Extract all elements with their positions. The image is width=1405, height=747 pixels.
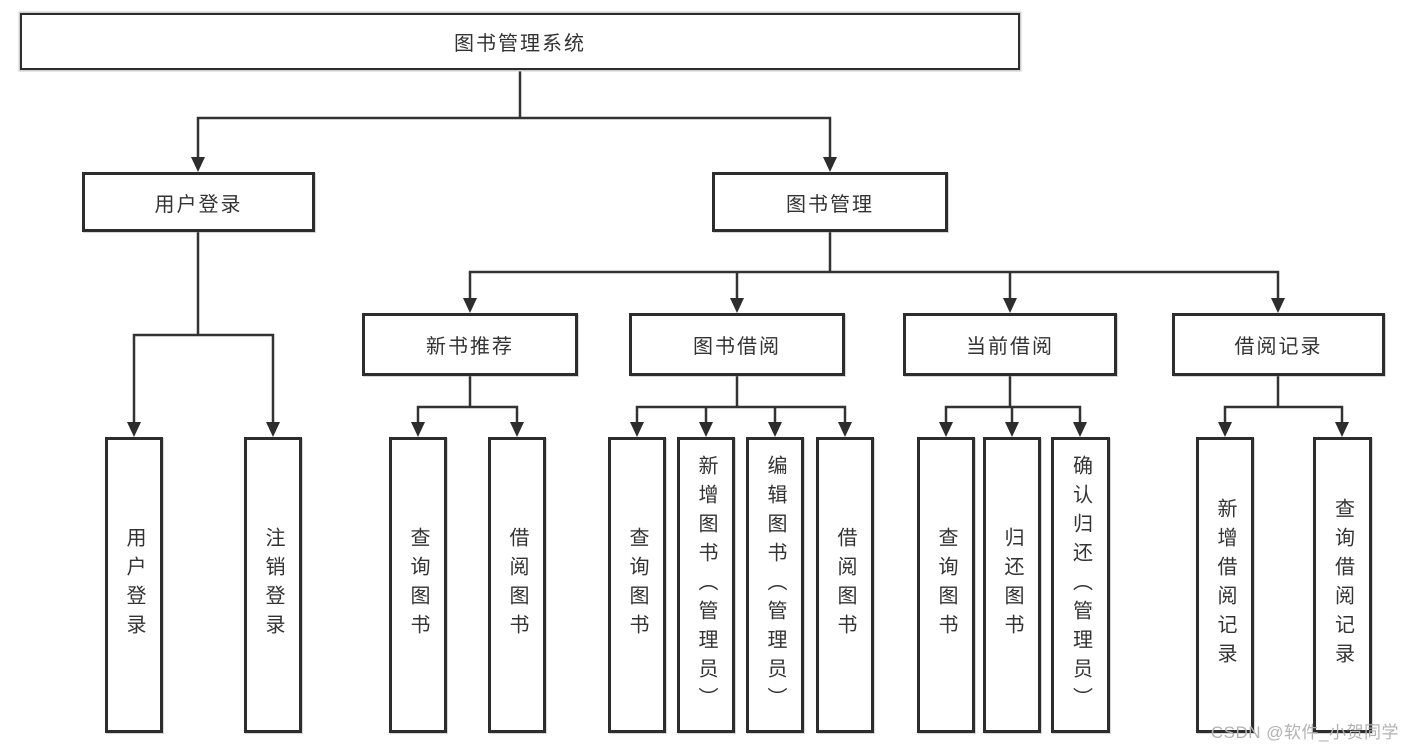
leaf-br-query-record: 查询借阅记录 — [1313, 437, 1372, 733]
node-borrow-records: 借阅记录 — [1172, 313, 1385, 376]
arrowheads — [127, 157, 1349, 437]
leaf-cb-confirm-return-admin: 确认归还（管理员） — [1051, 437, 1110, 733]
node-label: 新增借阅记录 — [1214, 498, 1236, 672]
node-label: 图书管理系统 — [454, 33, 586, 55]
leaf-bb-query-book: 查询图书 — [608, 437, 666, 733]
node-label: 归还图书 — [1001, 527, 1023, 643]
leaf-bb-borrow-book: 借阅图书 — [816, 437, 874, 733]
leaf-cb-return-book: 归还图书 — [983, 437, 1041, 733]
node-label: 查询图书 — [935, 527, 957, 643]
node-new-book-recommend: 新书推荐 — [362, 313, 578, 376]
node-label: 注销登录 — [262, 527, 284, 643]
leaf-cb-query-book: 查询图书 — [917, 437, 975, 733]
leaf-user-login: 用户登录 — [105, 437, 163, 733]
node-label: 查询图书 — [626, 527, 648, 643]
node-book-management: 图书管理 — [712, 172, 948, 232]
node-label: 借阅记录 — [1234, 336, 1323, 358]
node-label: 图书管理 — [786, 193, 874, 216]
node-label: 借阅图书 — [834, 527, 856, 643]
node-root: 图书管理系统 — [20, 13, 1020, 70]
node-label: 查询图书 — [407, 527, 429, 643]
watermark: CSDN @软件_小贺同学 — [1210, 723, 1399, 742]
leaf-bb-add-book-admin: 新增图书（管理员） — [677, 437, 735, 733]
node-label: 借阅图书 — [506, 527, 528, 643]
node-label: 确认归还（管理员） — [1069, 454, 1092, 716]
leaf-logout: 注销登录 — [244, 437, 302, 733]
leaf-br-add-record: 新增借阅记录 — [1196, 437, 1254, 733]
node-label: 用户登录 — [154, 193, 243, 216]
node-user-login: 用户登录 — [82, 172, 315, 232]
leaf-nbr-query-book: 查询图书 — [389, 437, 447, 733]
leaf-bb-edit-book-admin: 编辑图书（管理员） — [746, 437, 804, 733]
node-label: 编辑图书（管理员） — [764, 454, 786, 716]
node-label: 查询借阅记录 — [1331, 498, 1354, 672]
leaf-nbr-borrow-book: 借阅图书 — [488, 437, 546, 733]
node-label: 新增图书（管理员） — [695, 454, 717, 716]
node-book-borrow: 图书借阅 — [629, 313, 845, 376]
node-current-borrow: 当前借阅 — [903, 313, 1117, 376]
node-label: 当前借阅 — [966, 336, 1054, 358]
node-label: 用户登录 — [123, 527, 145, 643]
node-label: 新书推荐 — [426, 336, 514, 358]
node-label: 图书借阅 — [693, 336, 781, 358]
